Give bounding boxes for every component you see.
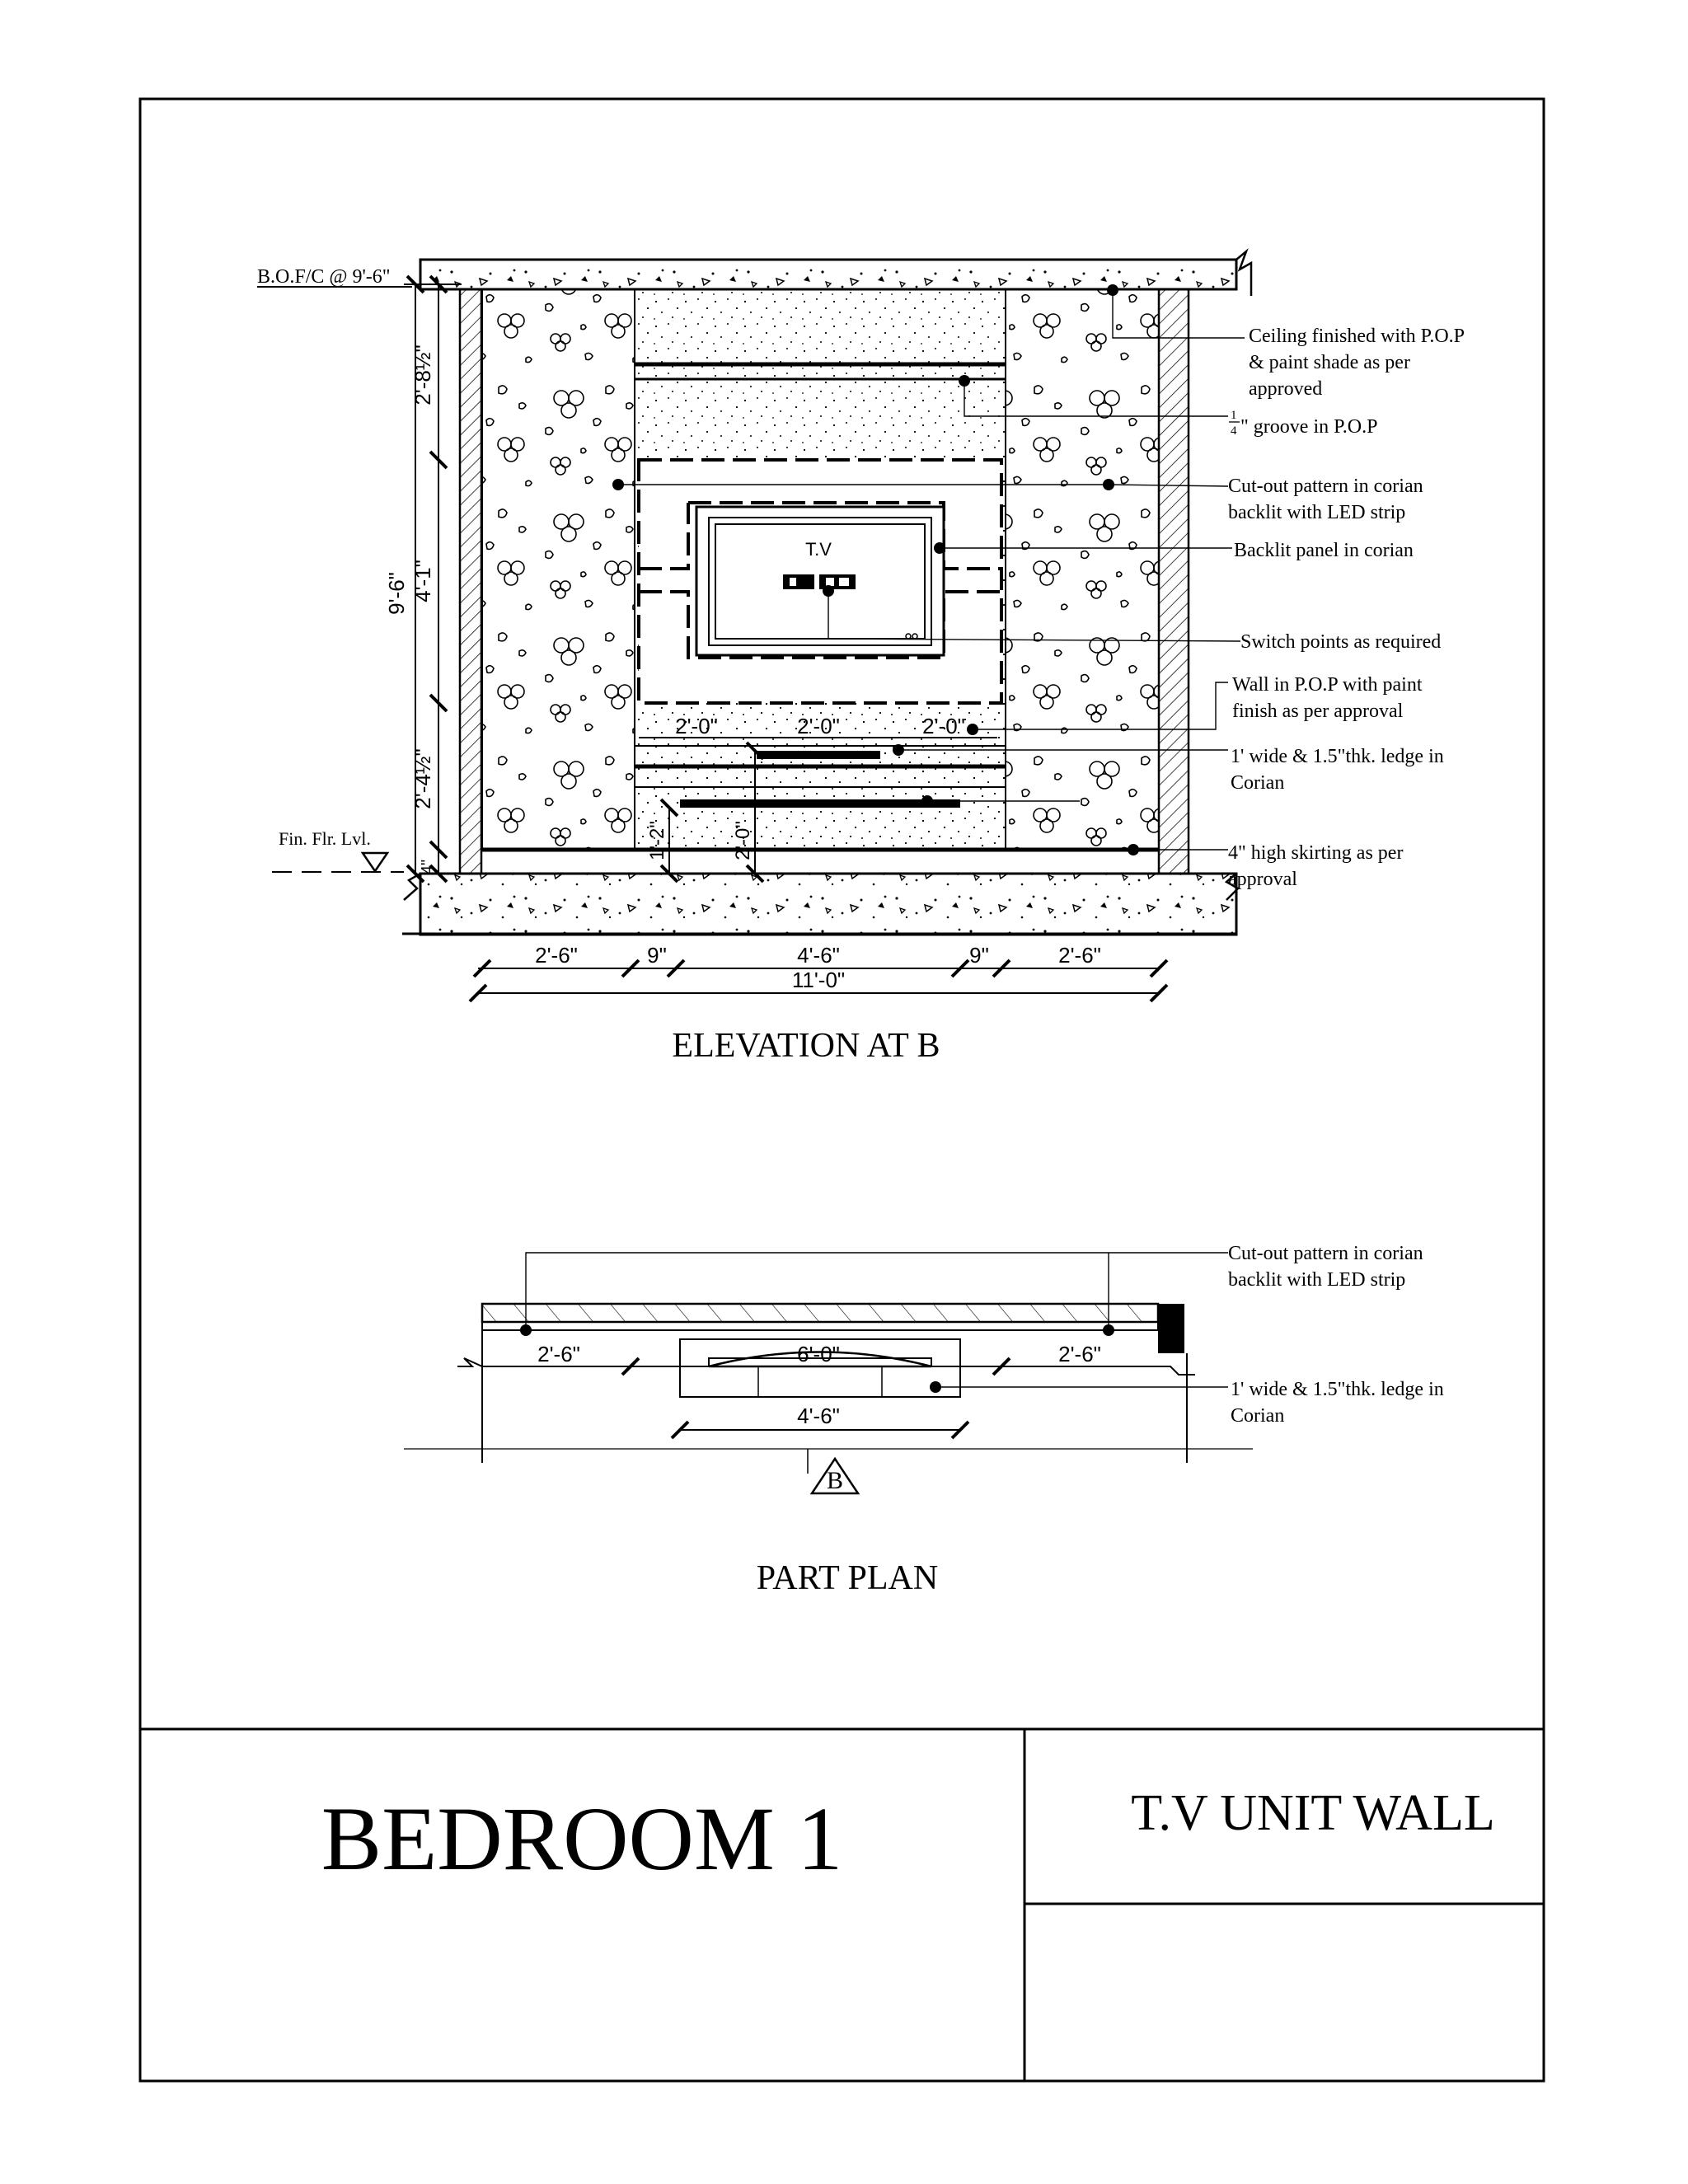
plan-ledge — [679, 1338, 961, 1398]
ledge-dim-2: 2'-0" — [797, 714, 840, 738]
plan-column — [1158, 1304, 1184, 1353]
note-skirting-1: 4" high skirting as per — [1228, 842, 1403, 864]
dim-overall-height: 9'-6" — [384, 572, 409, 615]
ledge-dim-3: 2'-0" — [922, 714, 965, 738]
elevation-leader-dots — [612, 284, 1139, 855]
elevation-leaders — [618, 290, 1245, 851]
ledge-dim-1: 2'-0" — [675, 714, 718, 738]
vertical-dimensions — [404, 274, 765, 883]
plan-break-right — [1158, 1366, 1195, 1376]
dim-lower: 2'-4½" — [410, 748, 435, 808]
floor-break-line-left — [403, 872, 421, 901]
plan-wall-strip — [481, 1302, 1160, 1324]
room-title: BEDROOM 1 — [321, 1788, 843, 1889]
plan-dim-ledge: 4'-6" — [797, 1404, 840, 1428]
left-cutout-panel — [481, 288, 635, 851]
overall-width-dim: 11'-0" — [792, 968, 845, 992]
sheet-border — [138, 97, 1545, 2083]
note-groove-den: 4 — [1231, 424, 1237, 438]
plan-note-cutout-2: backlit with LED strip — [1228, 1269, 1405, 1291]
plan-dim-right: 2'-6" — [1058, 1342, 1101, 1366]
left-wall — [458, 288, 483, 875]
note-groove: " groove in P.O.P — [1240, 416, 1377, 438]
elevation-notes: Ceiling finished with P.O.P & paint shad… — [1228, 326, 1465, 890]
note-wall-2: finish as per approval — [1232, 701, 1404, 722]
note-ceiling-2: & paint shade as per — [1249, 352, 1410, 373]
plan-note-ledge-1: 1' wide & 1.5"thk. ledge in — [1231, 1379, 1444, 1400]
note-cutout-2: backlit with LED strip — [1228, 502, 1405, 523]
note-ceiling-1: Ceiling finished with P.O.P — [1249, 326, 1465, 347]
section-marker-label: B — [827, 1467, 843, 1494]
dim-ledge-low: 1'-2" — [646, 821, 668, 860]
level-floor-symbol — [360, 851, 390, 874]
level-floor: Fin. Flr. Lvl. — [279, 828, 371, 849]
dim-upper: 2'-8½" — [410, 344, 435, 405]
bottom-dim-2: 9" — [647, 943, 667, 968]
elevation-drawing: T.V 9'-6" 2'-8½" 4'- — [257, 248, 1253, 1065]
floor-slab — [419, 872, 1238, 936]
tv-label: T.V — [805, 539, 832, 560]
tv-frame-mid — [708, 517, 932, 646]
bottom-dim-3: 4'-6" — [797, 943, 840, 968]
horizontal-dimensions — [468, 968, 1169, 1003]
plan-panel-strip — [481, 1321, 1159, 1331]
note-ceiling-3: approved — [1249, 378, 1322, 400]
lower-ledge — [680, 799, 960, 808]
plan-dim-center: 6'-0" — [797, 1342, 840, 1366]
drawing-title: T.V UNIT WALL — [1131, 1785, 1494, 1841]
note-backlit: Backlit panel in corian — [1234, 540, 1414, 561]
plan-notes: Cut-out pattern in corian backlit with L… — [1228, 1243, 1444, 1427]
bottom-dim-1: 2'-6" — [535, 943, 578, 968]
floor-break-line-right — [1224, 873, 1240, 901]
part-plan-drawing: 2'-6" 6'-0" 2'-6" 4'-6" B PART PLAN — [404, 1302, 1253, 1597]
level-top: B.O.F/C @ 9'-6" — [257, 266, 391, 288]
ceiling-break-line — [1236, 248, 1253, 296]
plan-note-cutout-1: Cut-out pattern in corian — [1228, 1243, 1423, 1264]
bottom-dim-4: 9" — [969, 943, 989, 968]
right-wall — [1157, 288, 1190, 875]
switch-points — [783, 574, 856, 589]
note-ledge-1: 1' wide & 1.5"thk. ledge in — [1231, 746, 1444, 767]
bottom-dim-5: 2'-6" — [1058, 943, 1101, 968]
plan-break-left — [457, 1357, 483, 1367]
upper-ledge — [757, 751, 880, 759]
note-ledge-2: Corian — [1231, 772, 1284, 794]
plan-leaders — [525, 1252, 1228, 1388]
note-groove-num: 1 — [1231, 409, 1237, 422]
dim-middle: 4'-1" — [410, 560, 435, 602]
tv-screen — [715, 523, 926, 640]
note-skirting-2: approval — [1228, 869, 1297, 890]
note-wall-1: Wall in P.O.P with paint — [1232, 674, 1423, 696]
section-marker — [809, 1456, 860, 1495]
plan-tv — [708, 1351, 932, 1368]
plan-caption: PART PLAN — [757, 1559, 938, 1597]
lower-ledge-zone — [635, 703, 1006, 850]
plan-note-ledge-2: Corian — [1231, 1405, 1284, 1427]
plan-dim-left: 2'-6" — [537, 1342, 580, 1366]
note-cutout-1: Cut-out pattern in corian — [1228, 476, 1423, 497]
dim-skirting: 4" — [419, 860, 437, 874]
elevation-caption: ELEVATION AT B — [672, 1027, 940, 1065]
right-cutout-panel — [1005, 288, 1160, 851]
note-switch: Switch points as required — [1240, 631, 1441, 653]
dim-ledge-high: 2'-0" — [732, 821, 754, 860]
